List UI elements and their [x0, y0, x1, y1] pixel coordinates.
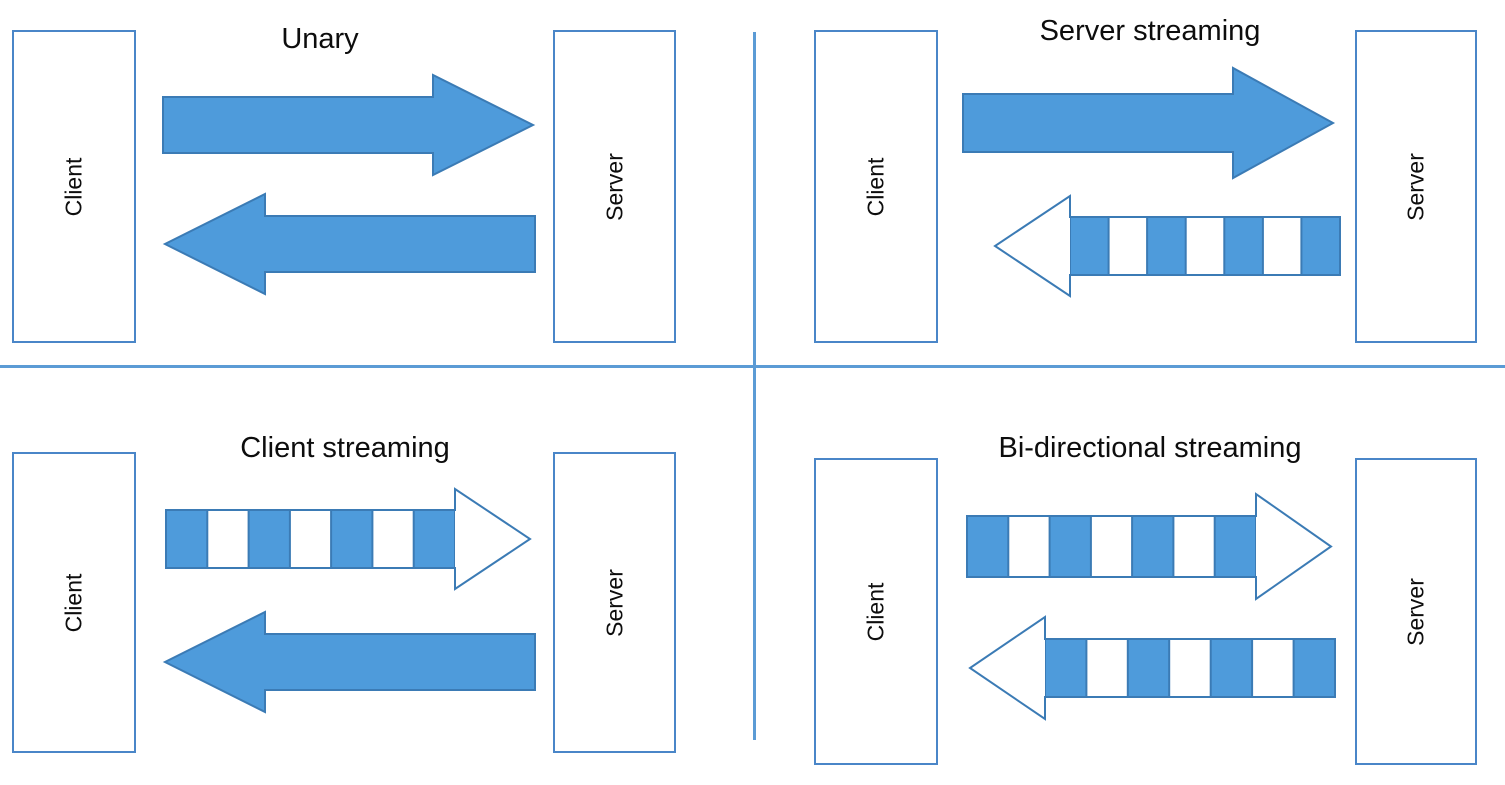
server-streaming-server-box[interactable]: Server: [1355, 30, 1477, 343]
stream-segments: [166, 510, 455, 568]
quadrant-title-client-streaming: Client streaming: [240, 432, 450, 464]
server-streaming-server-label: Server: [1402, 152, 1429, 221]
vertical-divider: [753, 32, 756, 740]
unary-response-arrow[interactable]: [162, 192, 536, 296]
server-streaming-client-label: Client: [862, 157, 889, 216]
stream-segments: [1070, 217, 1340, 275]
unary-request-arrow[interactable]: [162, 73, 536, 177]
client-streaming-client-box[interactable]: Client: [12, 452, 136, 753]
server-streaming-response-arrow[interactable]: [993, 194, 1341, 298]
quadrant-title-unary: Unary: [281, 23, 359, 55]
bidirectional-server-box[interactable]: Server: [1355, 458, 1477, 765]
client-streaming-server-box[interactable]: Server: [553, 452, 676, 753]
client-streaming-request-arrow[interactable]: [165, 487, 532, 591]
horizontal-divider: [0, 365, 1505, 368]
quadrant-title-server-streaming: Server streaming: [1039, 15, 1261, 47]
client-streaming-client-label: Client: [60, 573, 87, 632]
stream-segments: [967, 516, 1256, 577]
unary-client-label: Client: [60, 157, 87, 216]
unary-server-box[interactable]: Server: [553, 30, 676, 343]
quadrant-title-bidirectional-streaming: Bi-directional streaming: [998, 432, 1302, 464]
server-streaming-client-box[interactable]: Client: [814, 30, 938, 343]
bidirectional-response-arrow[interactable]: [968, 615, 1336, 721]
unary-server-label: Server: [601, 152, 627, 221]
unary-client-box[interactable]: Client: [12, 30, 136, 343]
bidirectional-client-box[interactable]: Client: [814, 458, 938, 765]
server-streaming-request-arrow[interactable]: [962, 66, 1336, 180]
bidirectional-server-label: Server: [1402, 577, 1429, 646]
client-streaming-server-label: Server: [601, 568, 627, 637]
stream-segments: [1045, 639, 1335, 697]
bidirectional-client-label: Client: [862, 582, 889, 641]
client-streaming-response-arrow[interactable]: [162, 610, 536, 714]
bidirectional-request-arrow[interactable]: [966, 492, 1333, 601]
